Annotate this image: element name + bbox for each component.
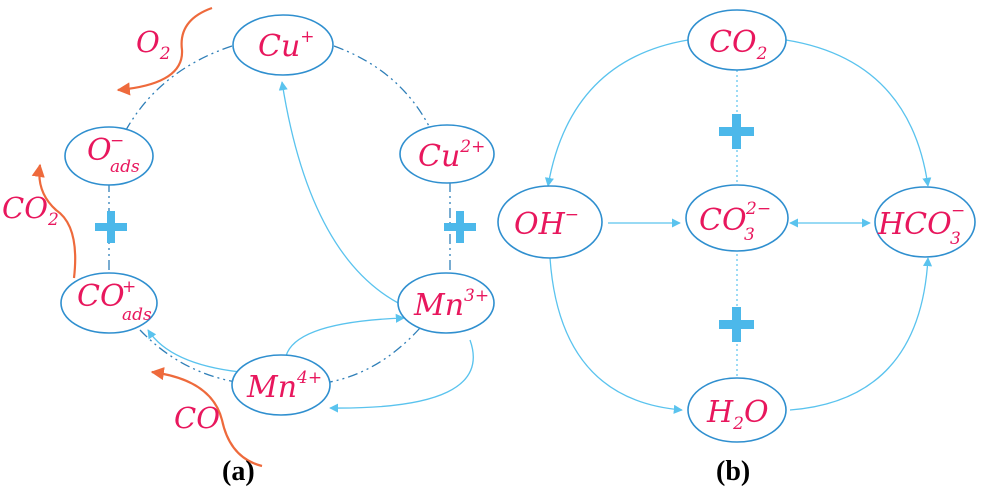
svg-text:CO: CO (699, 203, 747, 238)
svg-text:3: 3 (744, 225, 755, 245)
arrow-h2o-to-hco3 (789, 257, 933, 411)
svg-text:ads: ads (110, 157, 140, 177)
node-hco3: HCO 3 − (874, 186, 976, 258)
node-mn-4plus: Mn4+ (231, 354, 331, 416)
cycle-mn-3plus-to-mn-4plus (329, 327, 421, 383)
co2-release-curve (31, 163, 77, 279)
svg-text:O: O (87, 133, 112, 168)
svg-text:Mn4+: Mn4+ (246, 368, 322, 405)
node-cu-plus: Cu+ (232, 14, 334, 76)
label-co: CO (174, 401, 220, 435)
node-co3: CO 3 2− (685, 184, 789, 252)
svg-text:Mn3+: Mn3+ (413, 286, 489, 323)
arrow-co2-to-oh (544, 39, 689, 187)
node-mn-3plus: Mn3+ (397, 272, 495, 334)
panel-b: CO2 OH− CO 3 2− HCO 3 − H2O (b) (497, 9, 976, 487)
label-co2: CO2 (2, 191, 59, 230)
co-adsorption-curve (150, 367, 263, 468)
svg-text:−: − (110, 131, 124, 151)
node-h2o: H2O (687, 377, 787, 443)
svg-text:CO: CO (77, 279, 125, 314)
svg-text:Cu+: Cu+ (258, 27, 315, 64)
arrow-mn-3plus-loop-to-mn-4plus (329, 339, 474, 413)
node-cu-2plus: Cu2+ (399, 124, 495, 184)
arrow-mn-3plus-to-cu-plus (278, 81, 405, 307)
svg-text:3: 3 (950, 229, 961, 249)
plus-icon (719, 307, 754, 342)
arrow-mn-4plus-to-co-ads (147, 329, 241, 373)
plus-icon (95, 211, 127, 243)
svg-text:CO2: CO2 (709, 25, 767, 64)
svg-text:HCO: HCO (877, 207, 952, 242)
svg-text:Cu2+: Cu2+ (418, 137, 485, 174)
node-o-ads: O − ads (64, 126, 154, 186)
caption-a: (a) (222, 456, 255, 487)
arrow-mn-4plus-to-mn-3plus (285, 313, 405, 357)
node-oh: OH− (497, 185, 603, 259)
node-co2: CO2 (687, 9, 787, 71)
svg-text:H2O: H2O (706, 395, 769, 434)
svg-text:−: − (951, 201, 965, 221)
plus-icon (719, 114, 754, 149)
arrow-oh-to-h2o (549, 257, 683, 414)
svg-text:2−: 2− (745, 199, 771, 219)
svg-text:+: + (122, 277, 136, 297)
label-o2: O2 (136, 25, 171, 64)
panel-a: Cu+ O − ads Cu2+ CO + ads Mn3+ Mn4+ O2 C… (2, 6, 495, 487)
svg-text:ads: ads (122, 305, 152, 325)
cycle-co-ads-to-mn-4plus (139, 329, 237, 383)
caption-b: (b) (716, 456, 750, 487)
svg-text:OH−: OH− (514, 205, 579, 242)
arrow-co2-to-hco3 (785, 39, 932, 187)
node-co-ads: CO + ads (60, 272, 158, 334)
o2-release-curve (116, 6, 213, 96)
cycle-cu-plus-to-cu-2plus (333, 45, 431, 129)
plus-icon (444, 211, 476, 243)
